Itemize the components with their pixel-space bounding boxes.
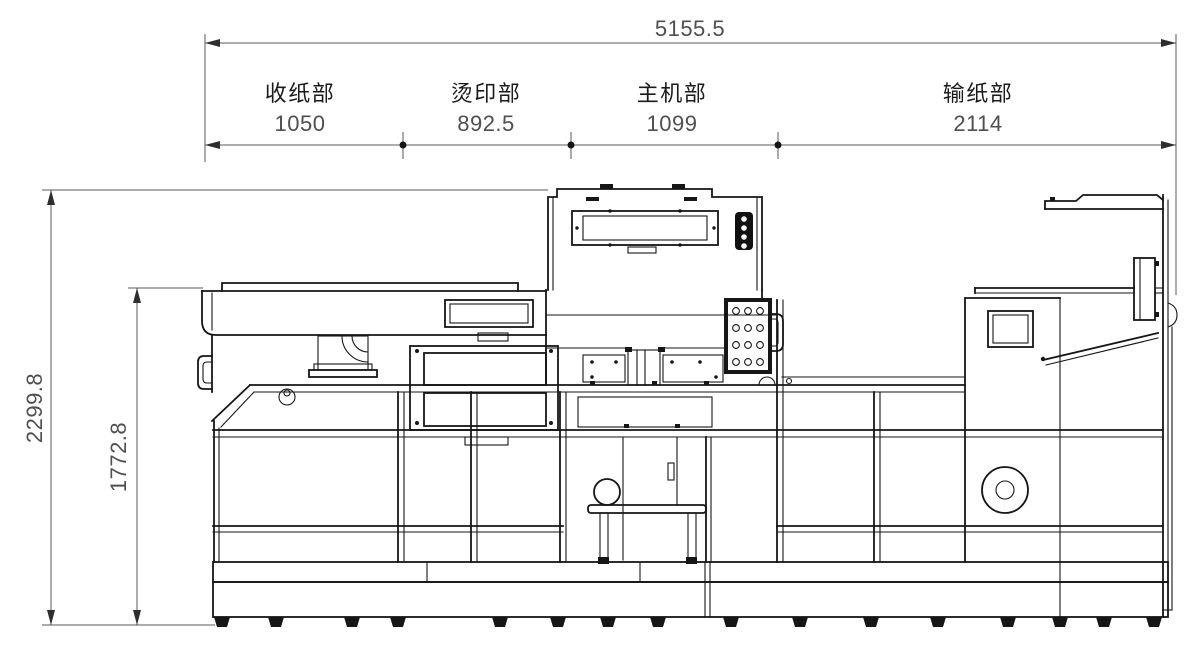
latch <box>477 332 509 342</box>
base-plinth <box>212 561 1169 627</box>
delivery-chute-edge <box>210 383 252 423</box>
dimension-arrow-down-icon <box>133 610 141 625</box>
dimension-arrow-right-icon <box>1161 39 1176 47</box>
dimension-height-overall-value: 2299.8 <box>22 373 47 443</box>
door-handle <box>667 462 675 481</box>
dimension-arrow-down-icon <box>47 610 55 625</box>
dimension-arrow-left-icon <box>205 39 220 47</box>
section-1-name-label: 烫印部 <box>451 81 522 106</box>
paper-feed-head <box>1133 257 1164 321</box>
dimension-arrow-up-icon <box>133 288 141 303</box>
stamping-unit-column <box>625 347 665 386</box>
feeder-cabinet <box>964 297 1061 563</box>
delivery-section <box>197 282 547 428</box>
stamping-section <box>409 299 559 446</box>
control-panel <box>724 298 772 374</box>
head-housing <box>547 188 763 291</box>
section-0-width-value: 1050 <box>275 111 326 136</box>
height-dimension-overall: 2299.8 <box>22 189 548 626</box>
elbow-duct <box>308 335 378 378</box>
section-1-width-value: 892.5 <box>457 111 515 136</box>
section-2-width-value: 1099 <box>647 111 698 136</box>
section-2-name-label: 主机部 <box>637 81 708 106</box>
supply-roll-wheel <box>981 466 1029 514</box>
side-handle <box>197 355 213 390</box>
dimension-arrow-left-icon <box>205 141 220 149</box>
feeder-section <box>781 194 1178 618</box>
window-handle <box>627 246 657 254</box>
dimension-arrow-right-icon <box>1161 141 1176 149</box>
nameplate <box>444 299 534 328</box>
section-3-name-label: 输纸部 <box>943 81 1014 106</box>
chassis-frame <box>212 299 1164 563</box>
feeder-arm <box>1044 194 1165 210</box>
accessory-stand <box>587 478 707 564</box>
delivery-knob <box>278 388 296 406</box>
dimension-arrow-up-icon <box>47 190 55 205</box>
dimension-total-value: 5155.5 <box>655 16 725 41</box>
inspection-window <box>571 210 719 246</box>
feeder-screen <box>987 310 1034 348</box>
stand-top <box>587 504 707 514</box>
total-dimension: 5155.5 <box>204 16 1177 295</box>
head-button-strip <box>735 212 753 250</box>
cabinet-door <box>622 424 680 561</box>
height-dimension-table: 1772.8 <box>106 287 203 625</box>
operator-knobs <box>732 307 764 366</box>
stamping-door <box>409 345 559 431</box>
section-dimension: 收纸部 1050 烫印部 892.5 主机部 1099 输纸部 2114 <box>205 81 1176 159</box>
main-section <box>545 184 793 428</box>
section-3-width-value: 2114 <box>953 111 1002 136</box>
stand-wheel <box>593 478 621 506</box>
foot-pads <box>214 617 1162 627</box>
dimension-height-table-value: 1772.8 <box>106 422 131 492</box>
section-0-name-label: 收纸部 <box>265 81 336 106</box>
